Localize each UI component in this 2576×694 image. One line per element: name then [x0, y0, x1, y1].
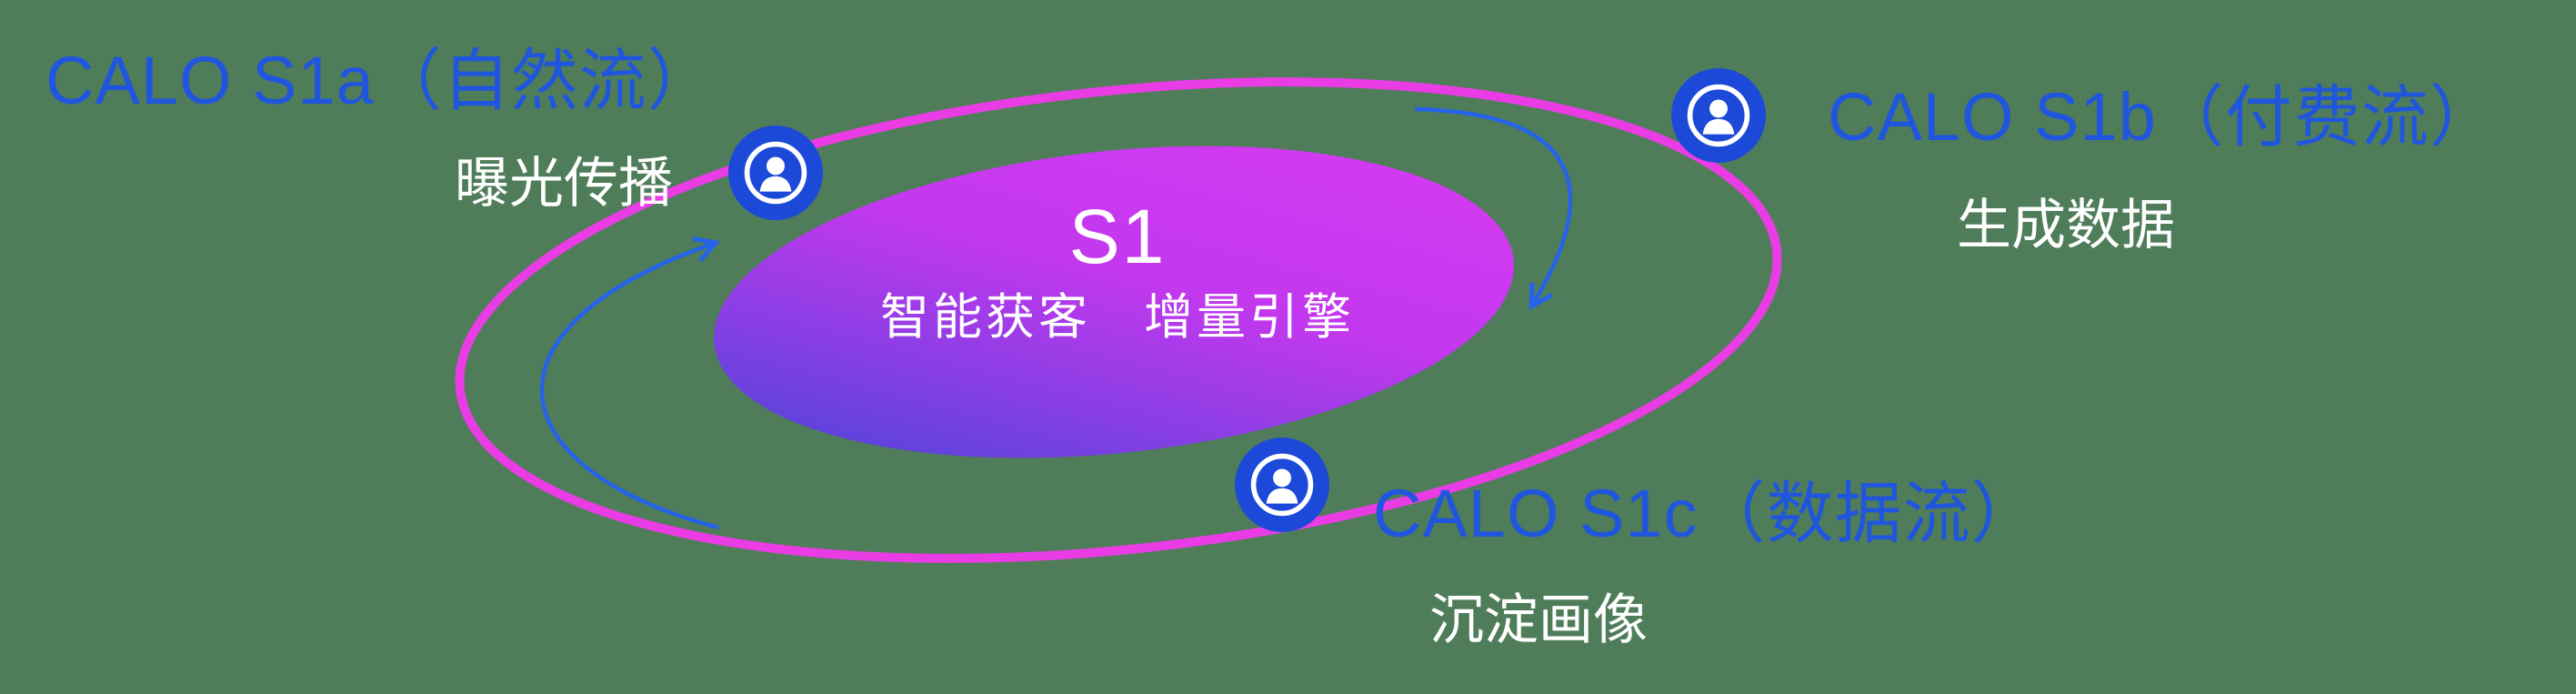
node-s1c-label: CALO S1c（数据流）: [1373, 476, 2040, 551]
node-s1b-label: CALO S1b（付费流）: [1828, 79, 2498, 155]
node-s1b-user-icon: [1671, 68, 1766, 163]
user-icon: [1671, 68, 1766, 163]
core-subtitle: 智能获客 增量引擎: [880, 290, 1355, 345]
core-text-group: S1 智能获客 增量引擎: [845, 198, 1390, 342]
user-icon: [728, 126, 823, 220]
node-s1b-sublabel: 生成数据: [1957, 195, 2175, 256]
node-s1a-sublabel: 曝光传播: [455, 153, 673, 214]
flow-arrow-right: [1414, 106, 1573, 311]
node-s1c-sublabel: 沉淀画像: [1429, 589, 1648, 650]
node-s1a-label: CALO S1a（自然流）: [45, 43, 716, 118]
user-icon: [1235, 438, 1329, 532]
core-title: S1: [1068, 194, 1167, 279]
flow-arrow-left: [539, 236, 720, 530]
node-s1a-user-icon: [728, 126, 823, 220]
node-s1c-user-icon: [1235, 438, 1329, 532]
